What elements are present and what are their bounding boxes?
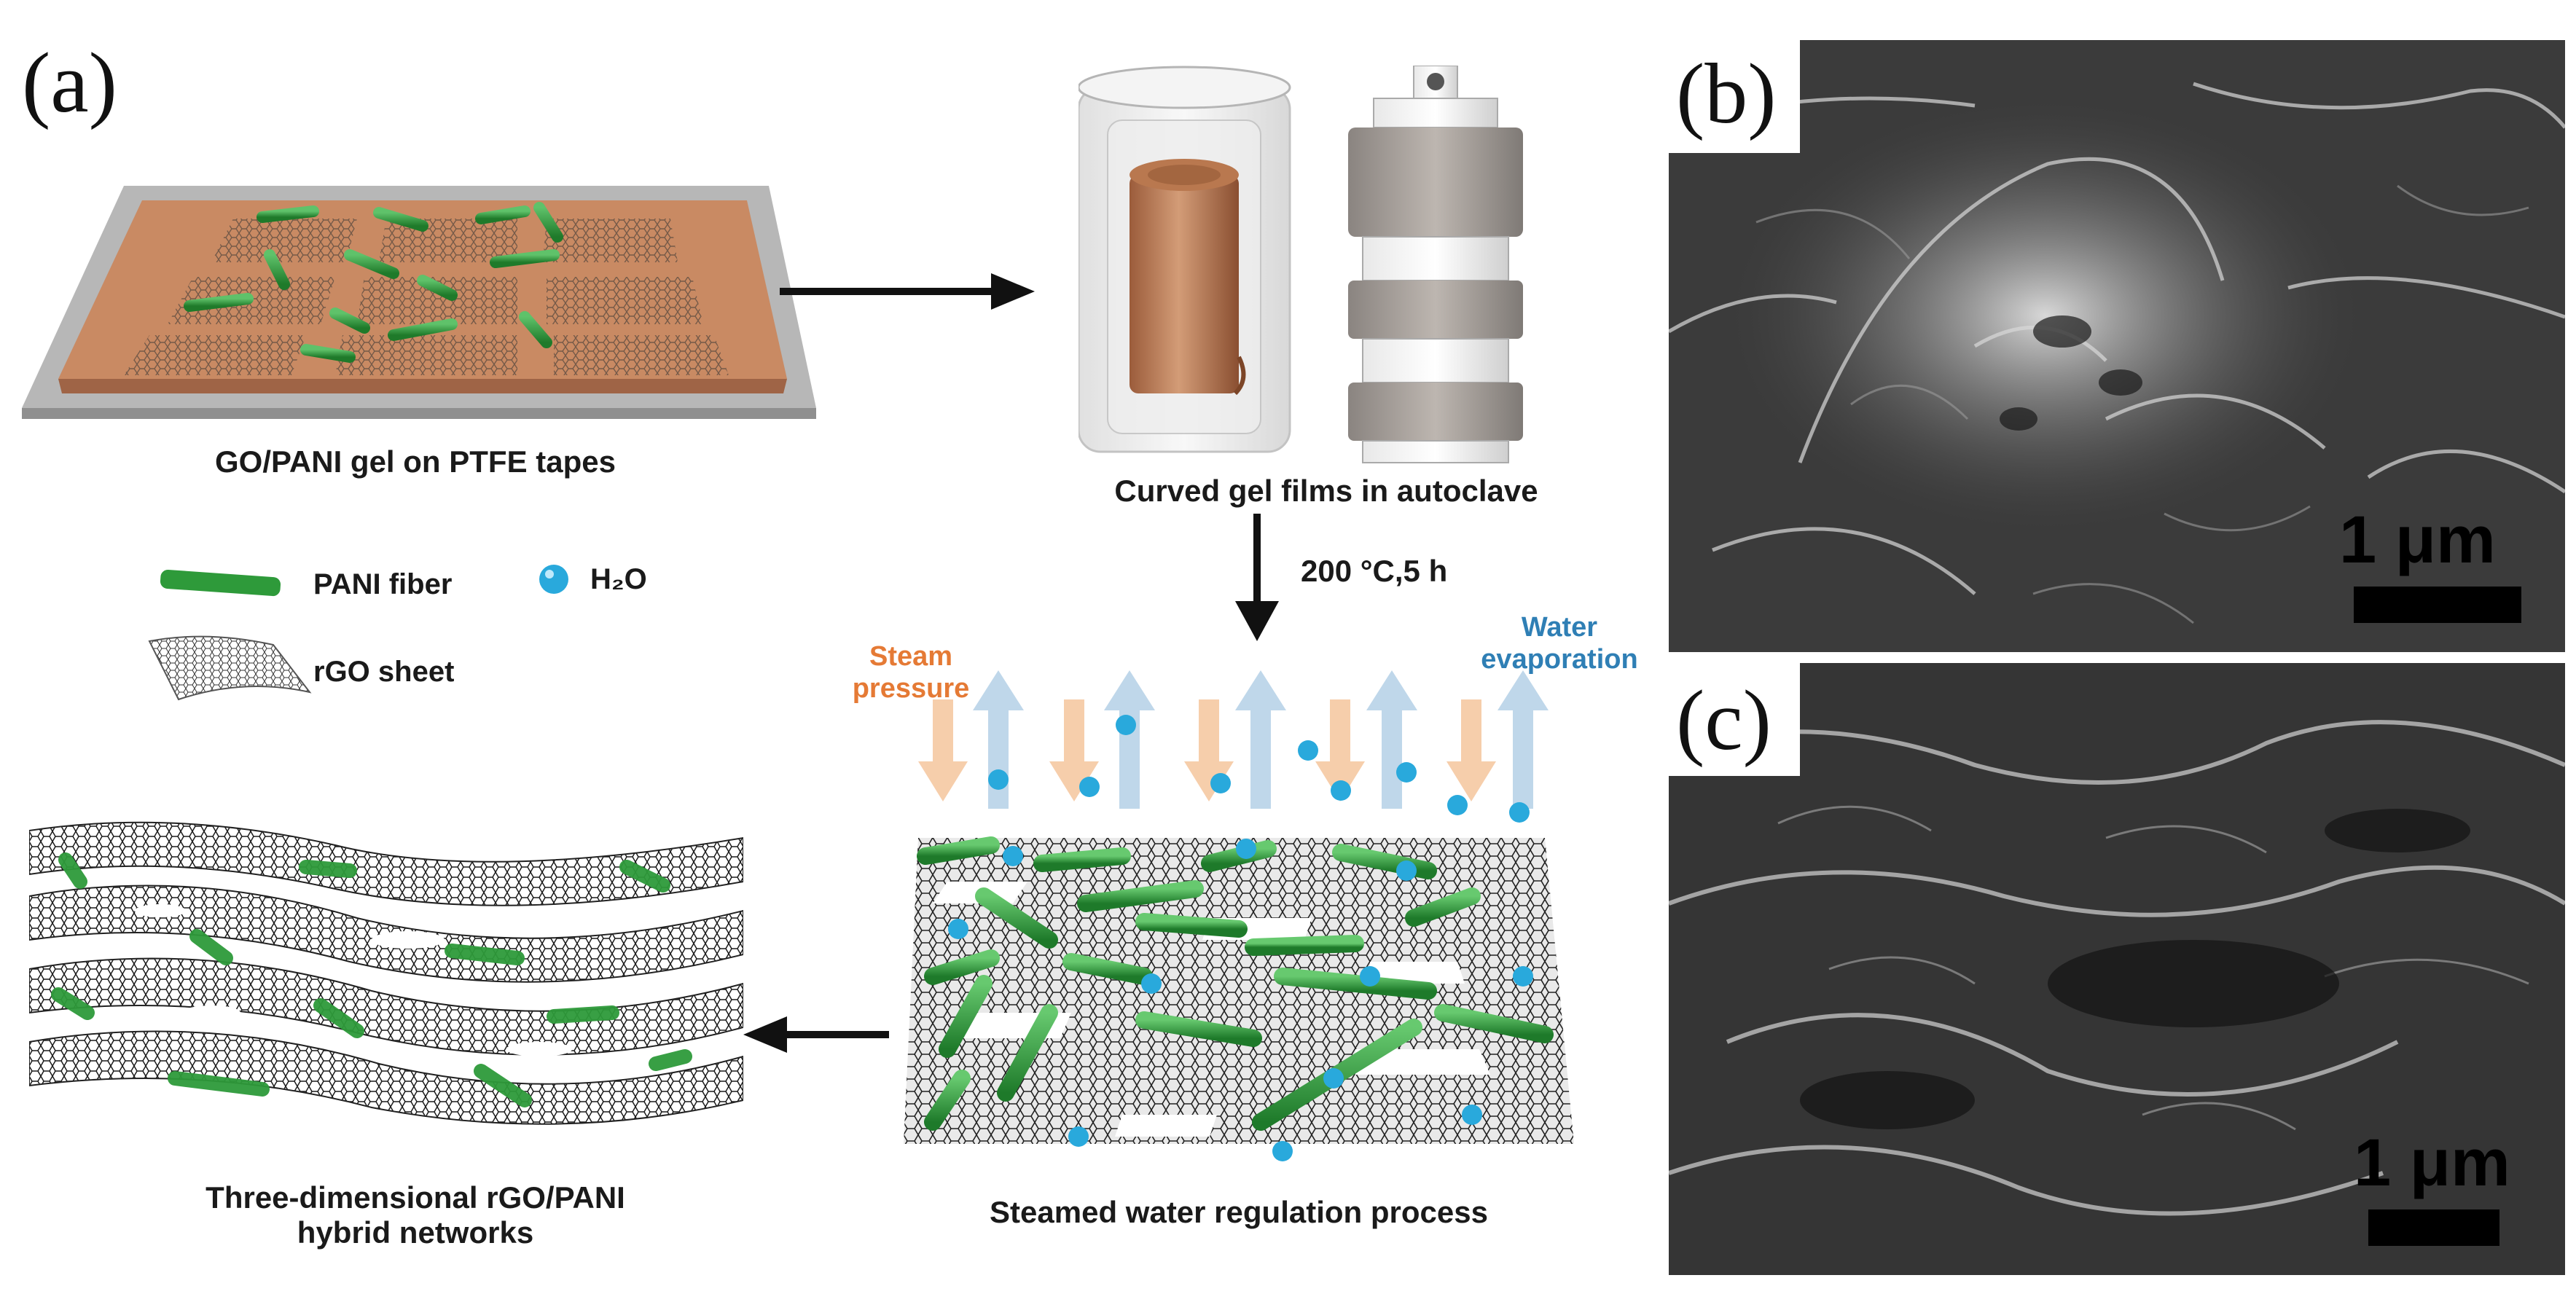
reaction-condition: 200 °C,5 h [1301, 554, 1448, 588]
hybrid-network-illustration [29, 821, 743, 1125]
steam-arrows [918, 670, 1549, 809]
steamed-process-illustration [904, 670, 1574, 1161]
h2o-legend-icon [539, 565, 568, 594]
water-evaporation-label: Water evaporation [1457, 612, 1661, 675]
legend-pani-fiber: PANI fiber [313, 568, 453, 600]
sem-image-c: 1 μm [1669, 663, 2565, 1275]
rgo-sheet-legend-icon [148, 635, 312, 701]
steam-label-line1: Steam [869, 641, 953, 672]
legend-h2o: H₂O [590, 563, 647, 595]
sem-texture-b [1669, 40, 2565, 652]
panel-label-a: (a) [22, 35, 117, 130]
caption-networks-line2: hybrid networks [297, 1215, 534, 1250]
sem-texture-c [1669, 663, 2565, 1275]
gel-on-ptfe-illustration [22, 186, 816, 419]
arrow-down-icon [1235, 514, 1279, 641]
panel-label-c-box [1669, 663, 1800, 776]
arrow-left-icon [743, 1016, 889, 1053]
panel-label-c: (c) [1676, 672, 1772, 768]
panel-label-b-box [1669, 40, 1800, 153]
panel-label-b: (b) [1676, 46, 1777, 141]
steam-pressure-label: Steam pressure [838, 641, 984, 705]
water-label-line2: evaporation [1481, 643, 1638, 675]
caption-networks-line1: Three-dimensional rGO/PANI [205, 1180, 625, 1215]
scale-bar-b [2354, 587, 2521, 623]
pani-fiber-legend-icon [160, 569, 281, 597]
caption-networks: Three-dimensional rGO/PANI hybrid networ… [102, 1180, 729, 1250]
caption-steamed-process: Steamed water regulation process [990, 1195, 1488, 1229]
caption-autoclave: Curved gel films in autoclave [1114, 474, 1538, 508]
steam-label-line2: pressure [852, 672, 970, 704]
caption-gel-on-tapes: GO/PANI gel on PTFE tapes [215, 444, 616, 479]
autoclave-illustration [1078, 66, 1523, 463]
sem-image-b: 1 μm [1669, 40, 2565, 652]
scale-bar-c [2368, 1209, 2499, 1246]
scale-bar-label-b: 1 μm [2339, 503, 2496, 577]
water-label-line1: Water [1521, 612, 1598, 643]
legend-rgo-sheet: rGO sheet [313, 656, 455, 688]
scale-bar-label-c: 1 μm [2354, 1126, 2510, 1200]
arrow-right-icon [780, 273, 1035, 310]
